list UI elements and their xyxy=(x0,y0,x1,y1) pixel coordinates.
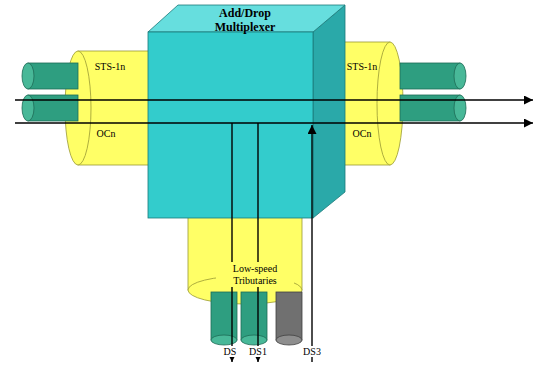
node-text: STS-1n xyxy=(347,61,378,73)
bottom-collar xyxy=(188,210,302,304)
optical-collar: STS-1nOCn xyxy=(66,51,150,165)
signal-label: DS1 xyxy=(248,346,268,357)
node-text: OCn xyxy=(97,128,116,140)
tributary-collar: Low-speed Tributaries xyxy=(188,218,302,298)
left-fibers xyxy=(22,63,78,121)
right-fibers xyxy=(400,63,466,121)
node-text: STS-1n xyxy=(95,61,126,73)
signal-arrow xyxy=(231,123,232,362)
node-text: Low-speed Tributaries xyxy=(216,262,294,287)
signal-arrow xyxy=(15,99,533,100)
tributary-cylinders xyxy=(211,292,302,345)
signal-arrow xyxy=(257,123,258,362)
signal-label: DS3 xyxy=(302,346,322,357)
optical-collar: STS-1nOCn xyxy=(312,42,402,165)
adm-cube xyxy=(148,5,345,218)
signal-label: DS xyxy=(223,346,238,357)
signal-arrow xyxy=(311,125,312,362)
signal-arrow xyxy=(15,122,533,123)
node-text: OCn xyxy=(353,128,372,140)
node-text: Add/Drop Multiplexer xyxy=(189,7,301,35)
multiplexer-box: Add/Drop Multiplexer xyxy=(148,5,345,228)
